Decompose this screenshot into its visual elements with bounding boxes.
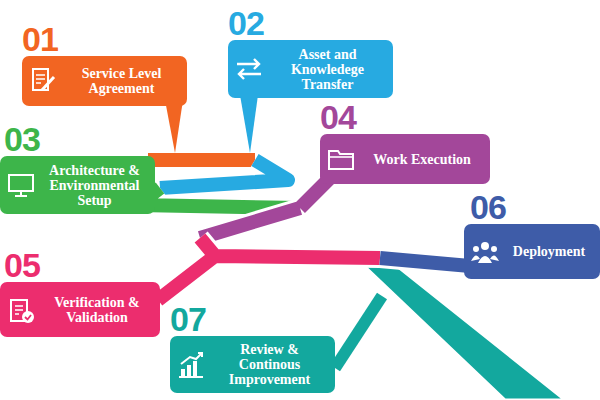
callout-box: Service Level Agreement bbox=[22, 56, 187, 106]
step-number: 05 bbox=[4, 248, 160, 282]
step-icon bbox=[6, 295, 36, 325]
road-purple bbox=[200, 178, 330, 238]
step-icon bbox=[326, 144, 356, 174]
callout-box: Work Execution bbox=[320, 134, 490, 184]
step-number: 01 bbox=[22, 22, 187, 56]
step-callout: 01Service Level Agreement bbox=[22, 22, 187, 106]
callout-box: Verification & Validation bbox=[0, 282, 160, 337]
step-number: 04 bbox=[320, 100, 490, 134]
step-number: 07 bbox=[170, 302, 335, 336]
step-title: Service Level Agreement bbox=[64, 66, 179, 96]
road-blue bbox=[160, 160, 288, 188]
step-callout: 02Asset and Knowledege Transfer bbox=[228, 6, 393, 98]
road-orange bbox=[148, 153, 255, 167]
step-number: 03 bbox=[4, 122, 155, 156]
step-callout: 07Review & Continous Improvement bbox=[170, 302, 335, 393]
step-icon bbox=[6, 170, 36, 200]
callout-tail bbox=[240, 95, 258, 153]
step-icon bbox=[176, 350, 206, 380]
step-title: Deployment bbox=[506, 244, 592, 259]
road-teal bbox=[360, 262, 565, 400]
step-icon bbox=[28, 66, 58, 96]
step-callout: 03Architecture & Environmental Setup bbox=[0, 122, 155, 214]
step-icon bbox=[234, 54, 264, 84]
road-teal-branch bbox=[335, 296, 382, 368]
step-icon bbox=[470, 237, 500, 267]
step-callout: 04Work Execution bbox=[320, 100, 490, 184]
step-number: 06 bbox=[470, 190, 600, 224]
road-navy bbox=[380, 258, 470, 266]
callout-tail bbox=[165, 100, 183, 153]
callout-box: Architecture & Environmental Setup bbox=[0, 156, 155, 214]
step-number: 02 bbox=[228, 6, 393, 40]
callout-box: Review & Continous Improvement bbox=[170, 336, 335, 393]
callout-box: Asset and Knowledege Transfer bbox=[228, 40, 393, 98]
callout-box: Deployment bbox=[464, 224, 600, 279]
step-title: Review & Continous Improvement bbox=[212, 342, 327, 387]
step-title: Verification & Validation bbox=[42, 295, 152, 325]
step-title: Work Execution bbox=[362, 152, 482, 167]
road-pink bbox=[158, 238, 380, 300]
step-callout: 05Verification & Validation bbox=[0, 248, 160, 337]
step-title: Asset and Knowledege Transfer bbox=[270, 47, 385, 92]
step-title: Architecture & Environmental Setup bbox=[42, 163, 147, 208]
step-callout: 06Deployment bbox=[464, 190, 600, 279]
